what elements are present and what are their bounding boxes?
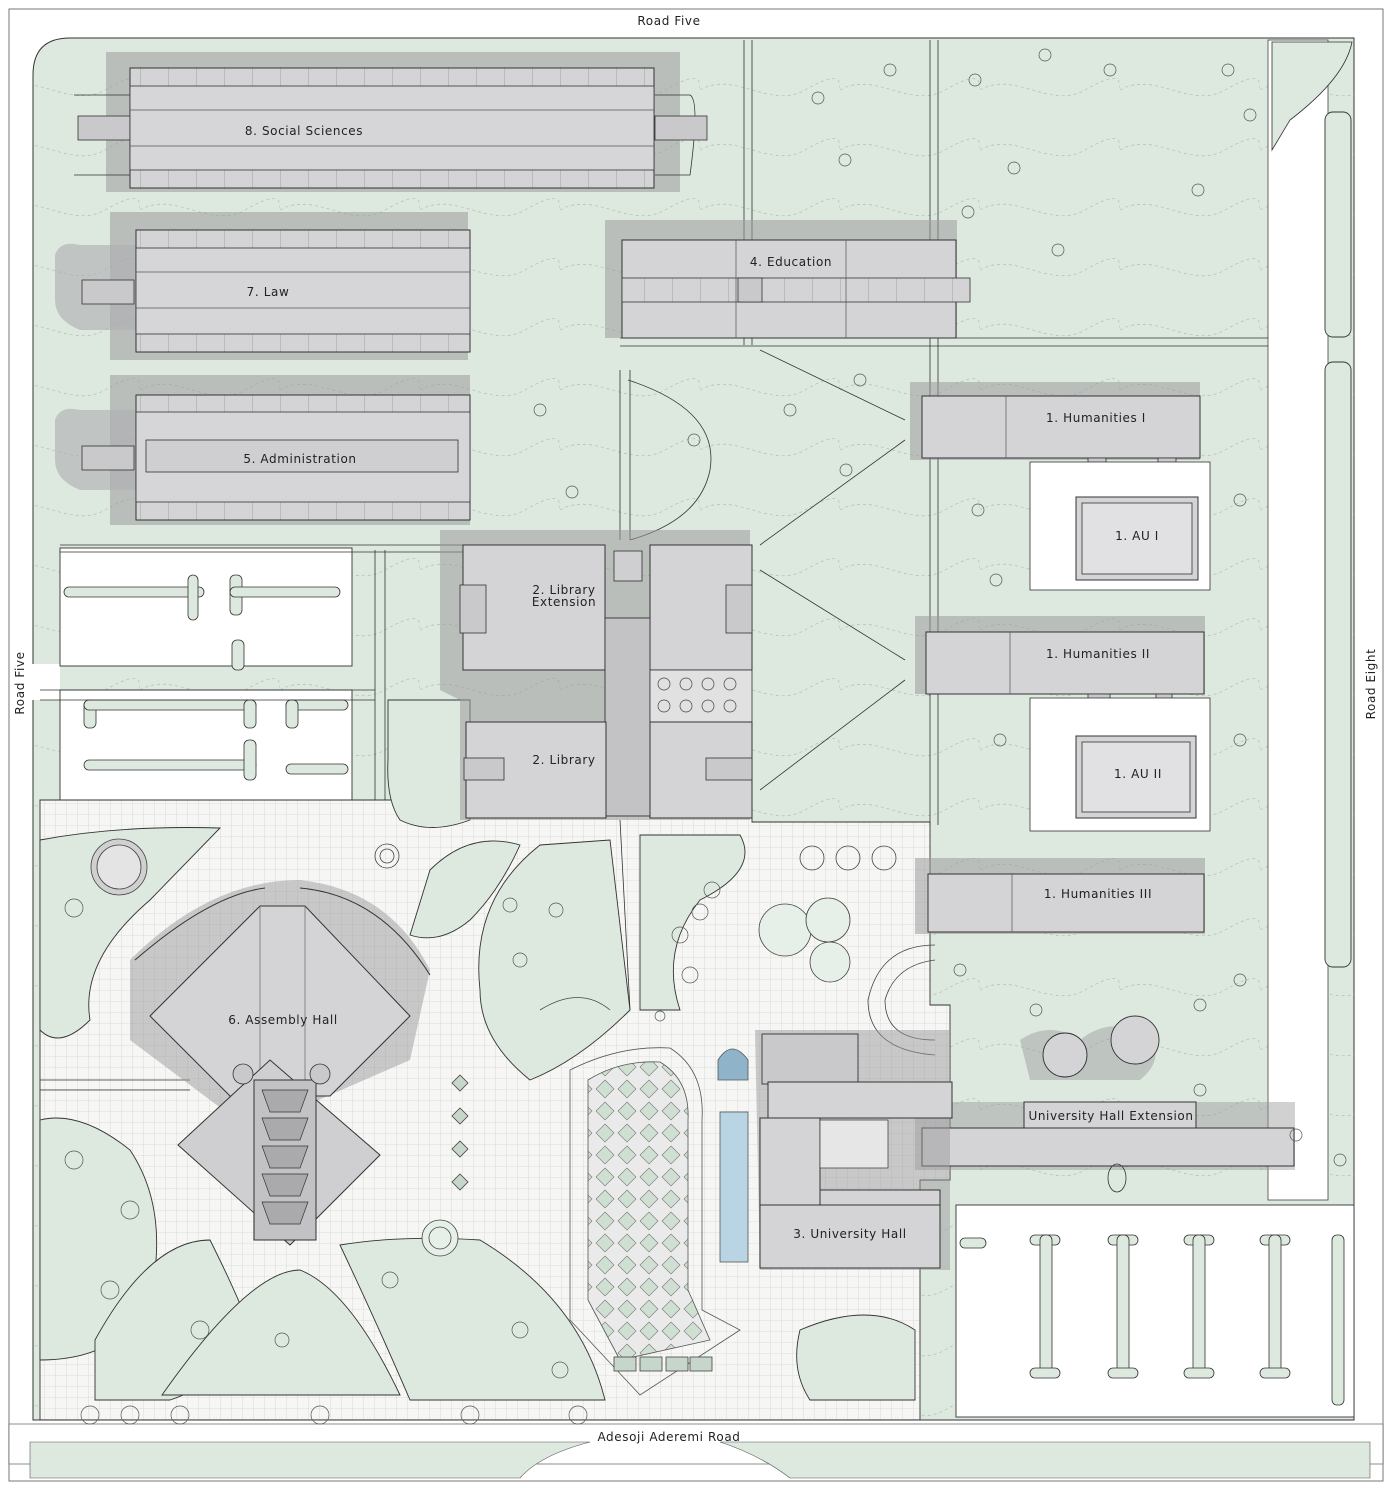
building-humanities-1[interactable]: 1. Humanities I <box>910 382 1201 499</box>
plaza-lawns <box>39 699 916 1401</box>
road-eight-median-2 <box>1324 361 1352 968</box>
car-park-right <box>955 1204 1355 1418</box>
label-library-extension-line2: Extension <box>532 595 596 609</box>
road-label-left: Road Five <box>13 651 27 714</box>
water-garden-tiles <box>587 1061 711 1361</box>
building-assembly-hall[interactable]: 6. Assembly Hall <box>130 880 431 1246</box>
building-administration[interactable]: 5. Administration <box>55 375 471 525</box>
road-eight-corner-island <box>1271 41 1353 152</box>
road-label-right: Road Eight <box>1364 649 1378 720</box>
building-library-complex[interactable]: 2. Library Extension 2. Library <box>440 530 753 820</box>
label-library: 2. Library <box>532 753 595 767</box>
label-au-1: 1. AU I <box>1115 529 1159 543</box>
road-label-bottom: Adesoji Aderemi Road <box>597 1430 740 1444</box>
road-eight-strip <box>1267 39 1329 1201</box>
building-humanities-3[interactable]: 1. Humanities III <box>915 858 1205 934</box>
label-humanities-3: 1. Humanities III <box>1044 887 1152 901</box>
water-garden-outline <box>569 1047 741 1396</box>
trees <box>64 48 1347 1425</box>
label-university-hall: 3. University Hall <box>793 1227 906 1241</box>
building-au-1[interactable]: 1. AU I <box>1029 461 1211 591</box>
label-education: 4. Education <box>750 255 832 269</box>
road-five-left-entry <box>10 664 60 700</box>
label-university-hall-extension: University Hall Extension <box>1028 1109 1193 1123</box>
building-university-hall[interactable]: 3. University Hall <box>755 1030 953 1270</box>
building-au-2[interactable]: 1. AU II <box>1029 697 1211 832</box>
plaza-planters <box>451 1074 713 1372</box>
label-assembly-hall: 6. Assembly Hall <box>228 1013 338 1027</box>
parking-islands <box>63 574 1345 1406</box>
reflecting-pool <box>719 1111 749 1263</box>
road-label-top: Road Five <box>637 14 700 28</box>
pathways <box>40 40 1268 1091</box>
label-social-sciences: 8. Social Sciences <box>245 124 363 138</box>
building-law[interactable]: 7. Law <box>55 212 471 360</box>
label-humanities-2: 1. Humanities II <box>1046 647 1150 661</box>
plaza-features <box>90 838 936 1257</box>
label-administration: 5. Administration <box>243 452 356 466</box>
label-humanities-1: 1. Humanities I <box>1046 411 1146 425</box>
building-university-hall-extension[interactable]: University Hall Extension <box>915 1015 1295 1193</box>
label-au-2: 1. AU II <box>1114 767 1162 781</box>
building-education[interactable]: 4. Education <box>605 220 971 339</box>
road-eight-median-1 <box>1324 111 1352 338</box>
bottom-road-island-right <box>719 1441 1371 1479</box>
car-park-left-top <box>59 547 353 667</box>
bottom-road-island-left <box>29 1441 591 1479</box>
label-law: 7. Law <box>247 285 290 299</box>
pool-semicircle <box>717 1048 749 1081</box>
label-library-extension-line1: 2. Library <box>532 583 595 597</box>
building-social-sciences[interactable]: 8. Social Sciences <box>74 52 708 192</box>
